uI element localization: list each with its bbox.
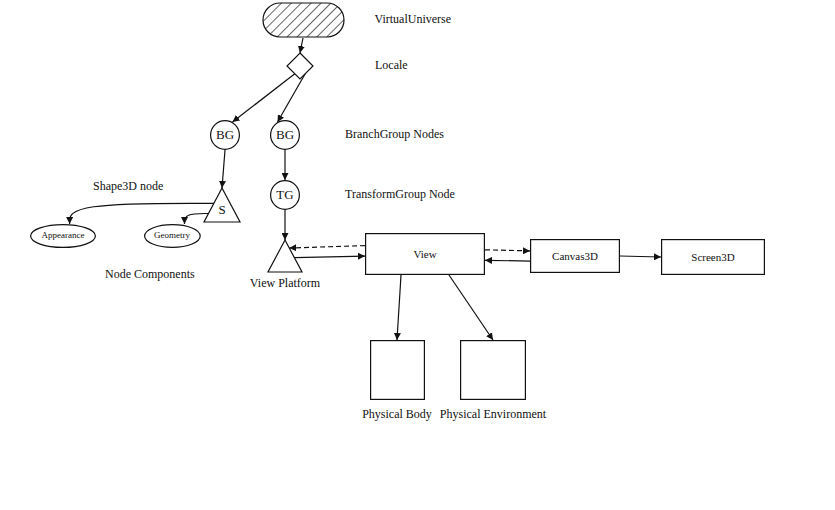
node-text: BG [216,128,234,142]
group-label: TransformGroup Node [345,188,455,201]
node-text: Appearance [42,231,85,241]
viewplatform-triangle: View Platform [268,240,302,272]
connector-arrow [295,256,365,258]
node-caption: View Platform [250,277,320,290]
physical-box: Physical Body [370,340,425,400]
view-box: View [365,233,485,275]
physical-box-outline [460,340,526,400]
connector-arrow [278,74,306,122]
node-label: Shape3D node [93,180,163,193]
node-caption: VirtualUniverse [375,13,452,26]
node-caption: Physical Body [362,408,432,421]
connector-arrow [284,150,285,180]
physical-box: Physical Environment [460,340,526,400]
shape3d-triangle: S [204,188,240,222]
connector-arrow [397,275,401,340]
connector-arrow [233,74,295,122]
connector-arrow [284,210,285,240]
locale-diamond-outline [287,53,313,79]
node-caption: Locale [375,59,408,72]
connector-arrow [300,38,303,53]
branchgroup-circle: BG [210,120,240,150]
node-text: Geometry [154,231,190,241]
component-ellipse: Appearance [30,224,96,248]
connector-arrow [485,260,530,262]
component-ellipse: Geometry [144,224,201,248]
screen-box: Screen3D [661,239,765,275]
connector-arrow [485,250,530,251]
connector-arrow [70,203,214,224]
universe-node-outline [262,2,345,38]
locale-diamond: Locale [287,53,313,79]
universe-node: VirtualUniverse [262,2,345,38]
node-text: Screen3D [691,251,734,263]
connector-arrow [289,246,365,248]
node-text: S [218,203,225,217]
connector-arrow [449,275,493,340]
connector-arrow [620,256,661,257]
node-caption: Physical Environment [440,408,546,421]
group-label: BranchGroup Nodes [345,128,444,141]
node-text: Canvas3D [552,250,598,262]
branchgroup-circle: BG [270,120,300,150]
node-text: BG [276,128,294,142]
node-text: TG [276,188,293,202]
physical-box-outline [370,340,425,400]
viewplatform-triangle-outline [268,240,302,272]
transformgroup-circle: TG [270,180,300,210]
group-label: Node Components [105,268,195,281]
canvas-box: Canvas3D [530,239,620,273]
node-text: View [413,248,436,260]
connector-arrow [222,150,225,188]
